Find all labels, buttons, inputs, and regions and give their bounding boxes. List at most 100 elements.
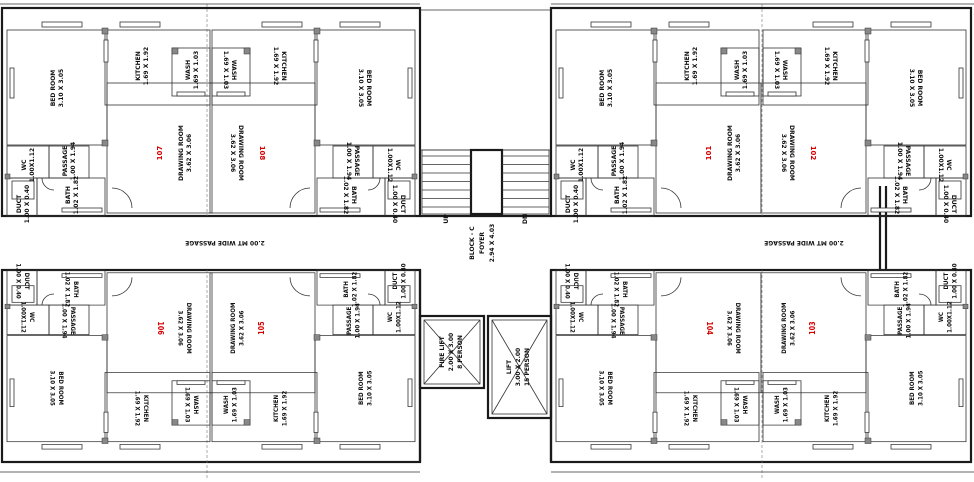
room-label-bath: BATH bbox=[621, 281, 629, 297]
room-label-drawing: DRAWING ROOM bbox=[185, 303, 193, 354]
room-label-wash-size: 1.69 X 1.03 bbox=[183, 387, 191, 422]
room-label-passage-size: 1.00 X 1.94 bbox=[609, 303, 617, 338]
room-label-wash: WASH bbox=[230, 60, 237, 80]
room-label-drawing: DRAWING ROOM bbox=[788, 125, 795, 181]
room-label-duct: DUCT bbox=[23, 273, 31, 291]
room-label-bedroom-size: 3.10 X 3.05 bbox=[58, 69, 65, 107]
room-label-duct-size: 1.00 X 0.40 bbox=[14, 263, 22, 298]
room-label-duct: DUCT bbox=[16, 194, 23, 213]
room-label-kitchen-size: 1.69 X 1.92 bbox=[143, 47, 150, 85]
room-label-duct-size: 1.00 X 0.40 bbox=[942, 185, 949, 223]
room-label-passage: PASSAGE bbox=[69, 307, 77, 335]
room-label-wc-size: 1.00X1.12 bbox=[578, 148, 585, 182]
room-label-bedroom-size: 3.10 X 3.05 bbox=[48, 370, 56, 405]
room-label-bedroom: BED ROOM bbox=[908, 371, 916, 405]
room-label-passage-size: 1.00 X 1.94 bbox=[896, 142, 903, 180]
fire-lift bbox=[418, 314, 486, 390]
fire-lift-label: FIRE LIFT 2.00 X 3.00 8 PERSON bbox=[439, 333, 464, 371]
room-label-bath: BATH bbox=[72, 281, 80, 297]
room-label-wash: WASH bbox=[734, 60, 741, 80]
unit-number: 106 bbox=[156, 321, 166, 335]
room-label-drawing-size: 3.62 X 3.06 bbox=[229, 134, 236, 172]
room-label-drawing-size: 3.62 X 3.06 bbox=[780, 134, 787, 172]
room-label-drawing-size: 3.62 X 3.06 bbox=[176, 310, 184, 345]
room-label-duct: DUCT bbox=[399, 195, 406, 214]
foyer-size: 2.94 X 4.03 bbox=[489, 224, 496, 262]
room-label-kitchen-size: 1.69 X 1.92 bbox=[823, 47, 830, 85]
room-label-drawing: DRAWING ROOM bbox=[780, 303, 788, 354]
room-label-passage: PASSAGE bbox=[353, 146, 360, 177]
lift bbox=[486, 314, 553, 420]
room-label-kitchen-size: 1.69 X 1.92 bbox=[281, 391, 289, 426]
room-label-kitchen: KITCHEN bbox=[831, 51, 838, 81]
room-label-wc: WC bbox=[577, 312, 585, 323]
room-label-wash-size: 1.69 X 1.03 bbox=[193, 51, 200, 89]
room-label-wc-size: 1.00X1.12 bbox=[395, 301, 403, 332]
room-label-duct: DUCT bbox=[942, 272, 950, 290]
room-label-kitchen: KITCHEN bbox=[135, 51, 142, 81]
room-label-kitchen-size: 1.69 X 1.92 bbox=[682, 391, 690, 426]
room-label-drawing: DRAWING ROOM bbox=[237, 125, 244, 181]
room-label-passage-size: 1.00 X 1.94 bbox=[619, 142, 626, 180]
room-label-drawing-size: 3.62 X 3.06 bbox=[725, 310, 733, 345]
room-label-bedroom: BED ROOM bbox=[599, 70, 606, 107]
lift-size: 3.00 X 2.00 bbox=[515, 348, 522, 386]
fire-lift-title: FIRE LIFT bbox=[439, 335, 446, 367]
room-label-wc: WC bbox=[394, 159, 401, 171]
room-label-duct-size: 1.00 X 0.40 bbox=[24, 185, 31, 223]
room-label-wc: WC bbox=[28, 312, 36, 323]
room-label-bath-size: 1.02 X 1.82 bbox=[63, 272, 71, 307]
room-label-drawing: DRAWING ROOM bbox=[734, 303, 742, 354]
room-label-wc-size: 1.00X1.12 bbox=[19, 301, 27, 332]
room-label-drawing-size: 3.62 X 3.06 bbox=[238, 310, 246, 345]
room-label-passage-size: 1.00 X 1.94 bbox=[905, 303, 913, 338]
room-label-bath: BATH bbox=[614, 186, 621, 204]
unit-number: 101 bbox=[705, 146, 713, 161]
unit-number: 105 bbox=[257, 321, 267, 335]
room-label-bath-size: 1.02 X 1.82 bbox=[612, 272, 620, 307]
unit-number: 108 bbox=[258, 146, 266, 161]
room-label-wash-size: 1.69 X 1.03 bbox=[782, 387, 790, 422]
room-label-duct-size: 1.00 X 0.40 bbox=[573, 185, 580, 223]
room-label-bedroom: BED ROOM bbox=[365, 70, 372, 107]
room-label-wc: WC bbox=[945, 159, 952, 171]
lift-capacity: 15 PERSON bbox=[524, 348, 531, 386]
room-label-duct-size: 1.00 X 0.40 bbox=[563, 263, 571, 298]
room-label-bedroom-size: 3.10 X 3.05 bbox=[607, 69, 614, 107]
room-label-wc-size: 1.00X1.12 bbox=[937, 148, 944, 182]
room-label-kitchen: KITCHEN bbox=[684, 51, 691, 81]
room-label-bedroom: BED ROOM bbox=[50, 70, 57, 107]
room-label-bath-size: 1.02 X 1.82 bbox=[342, 176, 349, 214]
room-label-kitchen: KITCHEN bbox=[691, 395, 699, 422]
room-label-bath-size: 1.02 X 1.82 bbox=[351, 272, 359, 307]
room-label-passage: PASSAGE bbox=[904, 146, 911, 177]
room-label-kitchen-size: 1.69 X 1.92 bbox=[272, 47, 279, 85]
fire-lift-size: 2.00 X 3.00 bbox=[448, 333, 455, 371]
room-label-drawing-size: 3.62 X 3.06 bbox=[789, 310, 797, 345]
room-label-passage-size: 1.00 X 1.94 bbox=[60, 303, 68, 338]
room-label-kitchen: KITCHEN bbox=[272, 395, 280, 422]
room-label-wash: WASH bbox=[773, 395, 781, 414]
room-label-wc-size: 1.00X1.12 bbox=[386, 148, 393, 182]
room-label-duct: DUCT bbox=[565, 194, 572, 213]
stair-up-label: UP bbox=[443, 214, 450, 224]
room-label-kitchen-size: 1.69 X 1.92 bbox=[133, 391, 141, 426]
room-label-wc: WC bbox=[386, 311, 394, 322]
room-label-duct-size: 1.00 X 0.40 bbox=[951, 263, 959, 298]
room-label-bath: BATH bbox=[350, 186, 357, 204]
room-label-wash: WASH bbox=[192, 395, 200, 414]
room-label-drawing-size: 3.62 X 3.06 bbox=[735, 134, 742, 172]
room-label-duct: DUCT bbox=[950, 195, 957, 214]
